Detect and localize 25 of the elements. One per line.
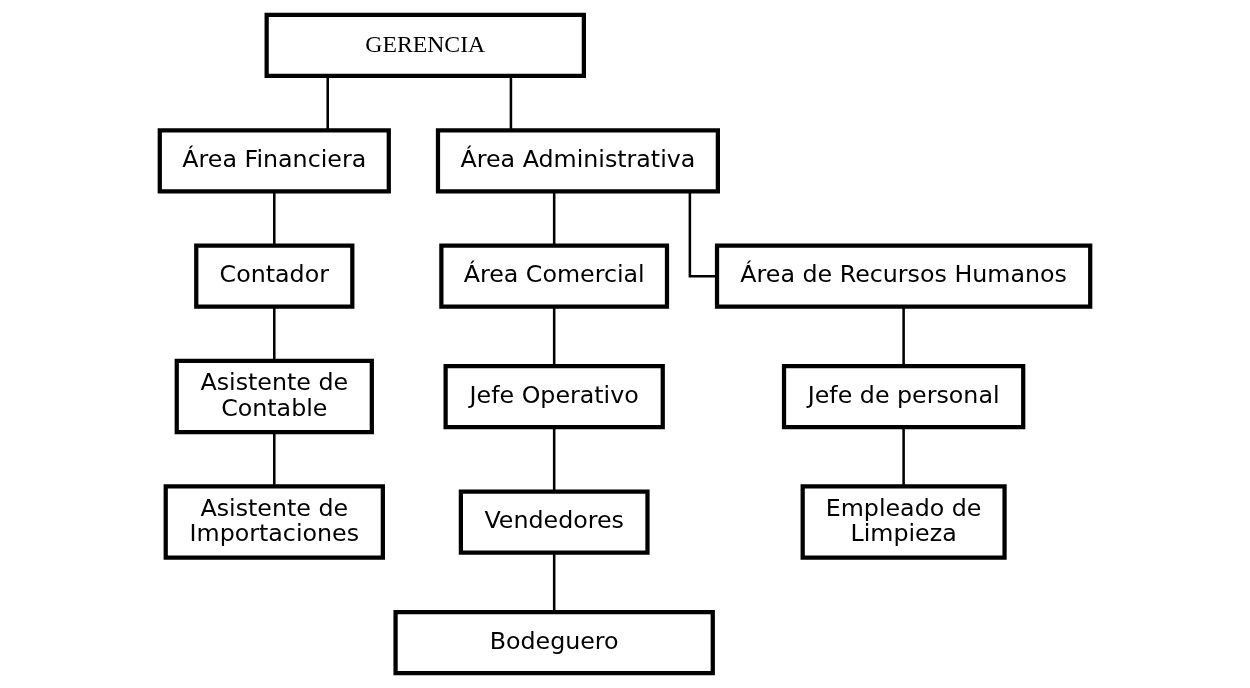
connector (552, 307, 556, 366)
node-box: Área Comercial (439, 243, 670, 309)
connector (326, 76, 329, 130)
node-box: Área de Recursos Humanos (714, 243, 1093, 309)
connector (552, 427, 556, 492)
node-box: Contador (194, 243, 355, 309)
node-box: GERENCIA (264, 12, 586, 79)
node-box: Empleado de Limpieza (800, 484, 1007, 560)
node-box: Asistente de Contable (174, 358, 374, 435)
node-box: Área Administrativa (435, 128, 720, 194)
node-box: Jefe Operativo (443, 363, 665, 430)
connector (273, 191, 276, 246)
connector (688, 191, 717, 278)
node-box: Asistente de Importaciones (163, 484, 385, 560)
connector (273, 432, 276, 487)
connector (509, 76, 513, 130)
connector (552, 191, 556, 246)
connector (902, 427, 905, 487)
connector (552, 553, 556, 612)
connector (273, 307, 276, 361)
connector (902, 307, 905, 366)
node-box: Jefe de personal (781, 363, 1026, 430)
node-box: Bodeguero (393, 609, 715, 676)
node-box: Vendedores (458, 489, 650, 555)
node-box: Área Financiera (157, 128, 391, 194)
